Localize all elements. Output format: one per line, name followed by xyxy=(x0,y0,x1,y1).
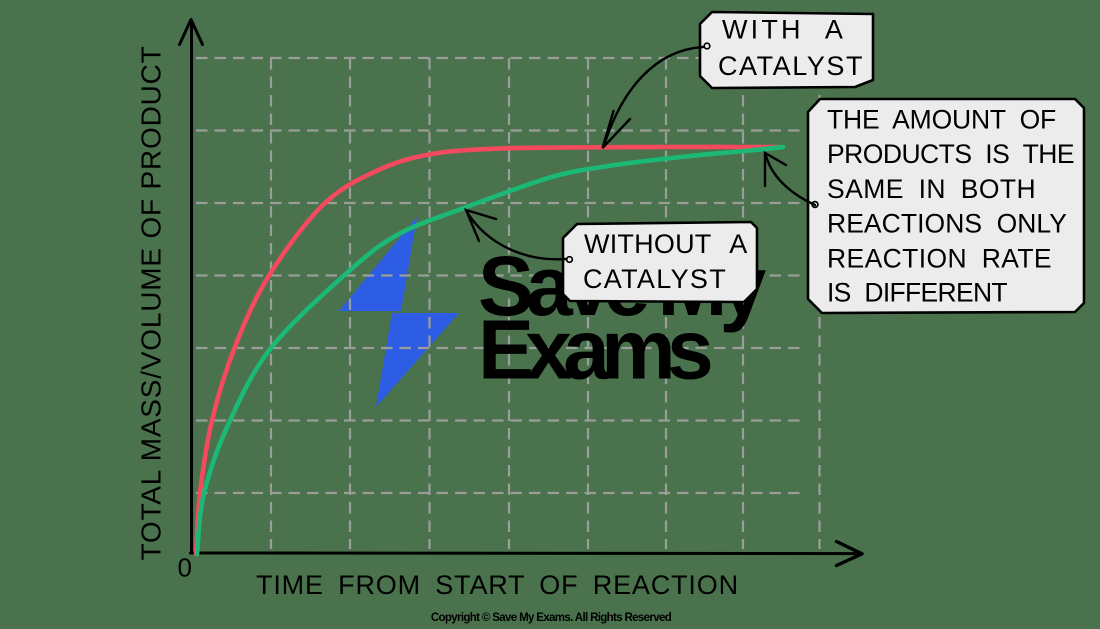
svg-text:0: 0 xyxy=(178,553,192,583)
svg-text:Exams: Exams xyxy=(478,303,711,397)
svg-text:CATALYST: CATALYST xyxy=(718,51,864,81)
svg-text:IS DIFFERENT: IS DIFFERENT xyxy=(827,278,1007,308)
svg-text:WITHOUT A: WITHOUT A xyxy=(584,229,747,259)
svg-text:Copyright © Save My Exams. All: Copyright © Save My Exams. All Rights Re… xyxy=(431,612,672,624)
svg-text:TOTAL MASS/VOLUME OF PRODUCT: TOTAL MASS/VOLUME OF PRODUCT xyxy=(136,45,167,560)
svg-text:PRODUCTS IS THE: PRODUCTS IS THE xyxy=(827,139,1074,169)
svg-text:REACTIONS ONLY: REACTIONS ONLY xyxy=(827,209,1067,239)
svg-text:REACTION RATE: REACTION RATE xyxy=(827,244,1052,274)
svg-text:CATALYST: CATALYST xyxy=(583,264,727,294)
svg-text:TIME FROM START OF REACTION: TIME FROM START OF REACTION xyxy=(256,570,739,600)
svg-text:SAME IN BOTH: SAME IN BOTH xyxy=(827,174,1036,204)
svg-text:THE AMOUNT OF: THE AMOUNT OF xyxy=(827,104,1056,134)
svg-text:WITH A: WITH A xyxy=(722,15,846,45)
